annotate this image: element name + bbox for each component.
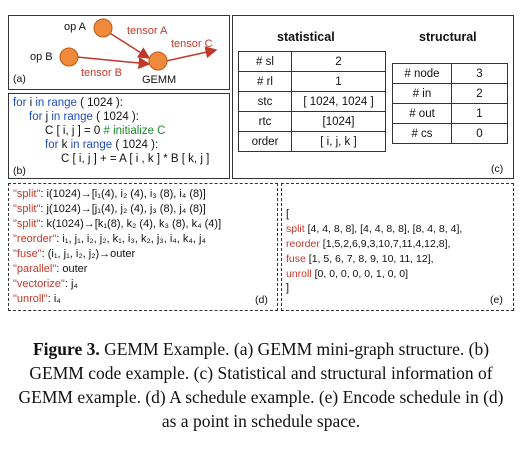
panel-a-label: (a): [13, 73, 26, 85]
panel-e-label: (e): [490, 294, 503, 306]
schedule-line: "fuse": (i₁, j₁, i₂, j₂)→outer: [13, 248, 136, 260]
panel-b-label: (b): [13, 165, 26, 177]
node-label-gemm: GEMM: [142, 74, 177, 86]
encoding-row: unroll [0, 0, 0, 0, 0, 1, 0, 0]: [286, 268, 409, 280]
node-label-op-a: op A: [64, 21, 87, 33]
panel-d: "split": i(1024)→[i₁(4), i₂ (4), i₃ (8),…: [8, 183, 278, 311]
schedule-line: "split": i(1024)→[i₁(4), i₂ (4), i₃ (8),…: [13, 188, 206, 200]
figure-label: Figure 3.: [32, 339, 100, 359]
encoding-open-bracket: [: [286, 208, 290, 220]
structural-title: structural: [419, 30, 477, 44]
encoding-close-bracket: ]: [286, 282, 290, 294]
schedule-line: "unroll": i₄: [13, 293, 61, 305]
code-line-1: for i in range ( 1024 ):: [13, 97, 123, 109]
node-op-a: [93, 18, 113, 38]
panel-a: op A op B GEMM tensor A tensor B tensor …: [8, 15, 230, 90]
edge-label-tensor-c: tensor C: [171, 38, 213, 50]
edge-label-tensor-a: tensor A: [127, 25, 168, 37]
edge-tensor-b: [76, 56, 151, 69]
schedule-line: "split": k(1024)→[k₁(8), k₂ (4), k₃ (8),…: [13, 218, 222, 230]
schedule-line: "vectorize": j₄: [13, 278, 78, 290]
table-row: rtc[1024]: [238, 111, 386, 132]
encoding-row: reorder [1,5,2,6,9,3,10,7,11,4,12,8],: [286, 238, 451, 250]
encoding-row: fuse [1, 5, 6, 7, 8, 9, 10, 11, 12],: [286, 253, 434, 265]
code-line-2: for j in range ( 1024 ):: [29, 111, 139, 123]
panel-d-label: (d): [255, 294, 268, 306]
node-label-op-b: op B: [30, 51, 53, 63]
node-gemm: [148, 51, 168, 71]
panel-c-label: (c): [491, 163, 504, 175]
code-line-3: C [ i, j ] = 0 # initialize C: [45, 125, 166, 137]
statistical-title: statistical: [277, 30, 335, 44]
caption-text: GEMM Example. (a) GEMM mini-graph struct…: [18, 339, 504, 431]
schedule-line: "split": j(1024)→[j₁(4), j₂ (4), j₃ (8),…: [13, 203, 206, 215]
table-row: stc[ 1024, 1024 ]: [238, 91, 386, 112]
code-line-4: for k in range ( 1024 ):: [45, 139, 159, 151]
panel-e: [ split [4, 4, 8, 8], [4, 4, 8, 8], [8, …: [281, 183, 514, 311]
panel-b: for i in range ( 1024 ): for j in range …: [8, 93, 230, 179]
table-row: order[ i, j, k ]: [238, 131, 386, 152]
schedule-line: "parallel": outer: [13, 263, 88, 275]
node-op-b: [59, 47, 79, 67]
gemm-graph: [59, 18, 218, 71]
schedule-line: "reorder": i₁, j₁, i₂, j₂, k₁, i₃, k₂, j…: [13, 233, 206, 245]
edge-tensor-a: [104, 29, 151, 59]
edge-tensor-c: [165, 46, 218, 62]
edge-label-tensor-b: tensor B: [81, 67, 122, 79]
code-line-5: C [ i, j ] + = A [ i , k ] * B [ k, j ]: [61, 153, 210, 165]
encoding-row: split [4, 4, 8, 8], [4, 4, 8, 8], [8, 4,…: [286, 223, 463, 235]
figure-caption: Figure 3. GEMM Example. (a) GEMM mini-gr…: [0, 337, 522, 433]
